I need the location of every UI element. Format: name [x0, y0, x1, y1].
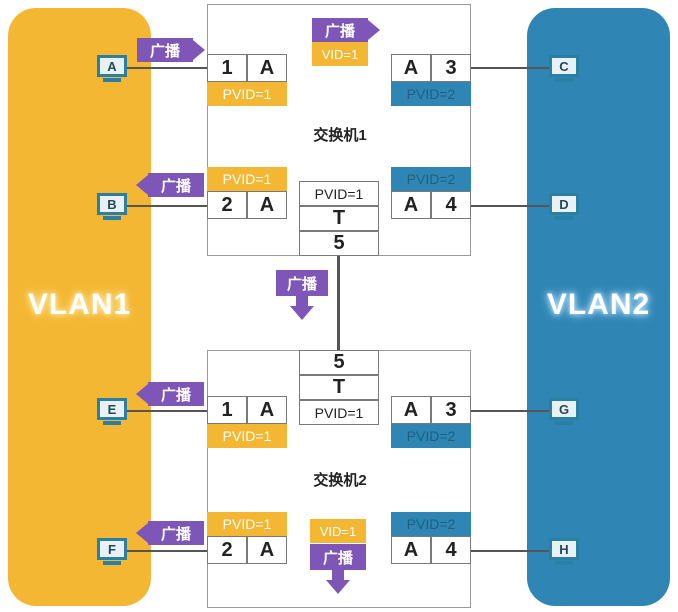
host-h-label: H: [559, 541, 569, 557]
vid-tag-sw2: VID=1: [310, 519, 366, 543]
host-g-pc-icon: G: [549, 398, 579, 420]
sw1-port1-mode: A: [247, 54, 287, 82]
switch-1-label: 交换机1: [313, 127, 367, 144]
sw1-port5-mode: T: [299, 206, 379, 231]
link-d-port4: [471, 205, 553, 207]
sw2-port1-number: 1: [207, 396, 247, 424]
host-b-stand: [103, 216, 121, 220]
broadcast-arrow-down-icon: [326, 580, 350, 594]
switch-2-label: 交换机2: [313, 472, 367, 489]
host-g-label: G: [558, 401, 570, 417]
broadcast-arrow-down-icon: [290, 306, 314, 320]
host-d-label: D: [559, 196, 569, 212]
broadcast-internal-sw2: 广播: [310, 544, 366, 570]
host-d-stand: [555, 216, 573, 220]
host-d-pc-icon: D: [549, 193, 579, 215]
host-f-stand: [103, 561, 121, 565]
vlan1-area: [8, 8, 151, 606]
broadcast-to-f: 广播: [148, 521, 204, 545]
sw2-port2-number: 2: [207, 536, 247, 564]
broadcast-arrow-left-icon: [136, 175, 148, 195]
broadcast-internal-sw1: 广播: [312, 18, 368, 42]
host-c-pc-icon: C: [549, 55, 579, 77]
broadcast-trunk: 广播: [276, 270, 328, 296]
link-g-port3: [471, 410, 553, 412]
sw1-port2-mode: A: [247, 191, 287, 219]
host-h-stand: [555, 561, 573, 565]
host-e-stand: [103, 421, 121, 425]
broadcast-sw2-shaft: [332, 570, 344, 580]
sw2-port1-pvid: PVID=1: [207, 424, 287, 448]
link-f-port2: [126, 550, 208, 552]
broadcast-to-e: 广播: [148, 382, 204, 406]
link-c-port3: [471, 67, 553, 69]
host-a-stand: [103, 78, 121, 82]
sw2-port2-mode: A: [247, 536, 287, 564]
vlan2-label: VLAN2: [546, 288, 651, 321]
sw1-port4-pvid: PVID=2: [391, 167, 471, 191]
host-h-pc-icon: H: [549, 538, 579, 560]
sw1-port3-mode: A: [391, 54, 431, 82]
sw2-port3-pvid: PVID=2: [391, 424, 471, 448]
host-f-pc-icon: F: [97, 538, 127, 560]
link-e-port1: [126, 410, 208, 412]
host-a-label: A: [107, 58, 117, 74]
host-c-stand: [555, 78, 573, 82]
host-f-label: F: [108, 541, 116, 557]
sw2-port4-number: 4: [431, 536, 471, 564]
broadcast-trunk-shaft: [296, 296, 308, 306]
broadcast-from-a: 广播: [137, 38, 193, 62]
broadcast-arrow-right-icon: [193, 40, 205, 60]
sw2-port1-mode: A: [247, 396, 287, 424]
sw1-port4-number: 4: [431, 191, 471, 219]
sw2-port3-number: 3: [431, 396, 471, 424]
sw2-port2-pvid: PVID=1: [207, 512, 287, 536]
link-a-port1: [126, 67, 208, 69]
host-e-pc-icon: E: [97, 398, 127, 420]
sw2-port5-pvid: PVID=1: [299, 400, 379, 425]
sw1-port5-number: 5: [299, 231, 379, 256]
sw1-port4-mode: A: [391, 191, 431, 219]
sw1-port2-number: 2: [207, 191, 247, 219]
sw2-port4-mode: A: [391, 536, 431, 564]
sw1-port3-pvid: PVID=2: [391, 82, 471, 106]
broadcast-arrow-left-icon: [136, 384, 148, 404]
sw1-port1-number: 1: [207, 54, 247, 82]
link-b-port2: [126, 205, 208, 207]
host-a-pc-icon: A: [97, 55, 127, 77]
host-c-label: C: [559, 58, 569, 74]
broadcast-arrow-left-icon: [136, 523, 148, 543]
vlan1-label: VLAN1: [27, 288, 132, 321]
host-b-label: B: [107, 196, 117, 212]
sw1-port1-pvid: PVID=1: [207, 82, 287, 106]
vid-tag-sw1: VID=1: [312, 42, 368, 66]
broadcast-arrow-right-icon: [368, 20, 380, 40]
sw2-port4-pvid: PVID=2: [391, 512, 471, 536]
sw1-port2-pvid: PVID=1: [207, 167, 287, 191]
broadcast-to-b: 广播: [148, 173, 204, 197]
host-b-pc-icon: B: [97, 193, 127, 215]
sw1-port3-number: 3: [431, 54, 471, 82]
sw2-port5-mode: T: [299, 375, 379, 400]
sw1-port5-pvid: PVID=1: [299, 181, 379, 206]
host-g-stand: [555, 421, 573, 425]
sw2-port3-mode: A: [391, 396, 431, 424]
host-e-label: E: [107, 401, 117, 417]
trunk-link: [337, 256, 340, 350]
link-h-port4: [471, 550, 553, 552]
vlan2-area: [527, 8, 670, 606]
sw2-port5-number: 5: [299, 350, 379, 375]
